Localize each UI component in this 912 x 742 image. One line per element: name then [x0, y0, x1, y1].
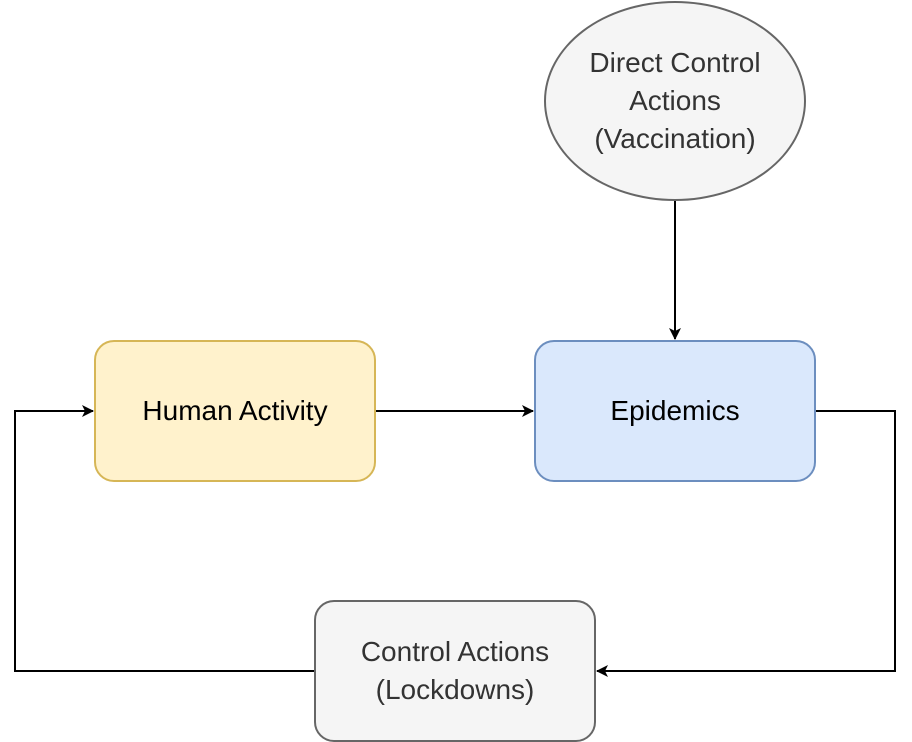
control-actions-node: Control Actions (Lockdowns)	[314, 600, 596, 742]
edge-control-actions-to-human-activity	[14, 405, 314, 672]
direct-control-line-1: Direct Control	[589, 47, 761, 78]
epidemics-label: Epidemics	[610, 395, 740, 426]
direct-control-actions-node: Direct Control Actions (Vaccination)	[544, 1, 806, 201]
direct-control-actions-label: Direct Control Actions (Vaccination)	[589, 44, 760, 158]
edge-epidemics-to-control-actions	[596, 410, 896, 677]
control-actions-line-2: (Lockdowns)	[375, 674, 535, 705]
human-activity-node: Human Activity	[94, 340, 376, 482]
control-actions-line-1: Control Actions	[360, 636, 550, 667]
direct-control-line-3: (Vaccination)	[594, 123, 756, 154]
epidemics-node: Epidemics	[534, 340, 816, 482]
direct-control-line-2: Actions	[629, 85, 721, 116]
control-actions-label: Control Actions (Lockdowns)	[361, 633, 549, 709]
human-activity-label: Human Activity	[142, 395, 328, 426]
